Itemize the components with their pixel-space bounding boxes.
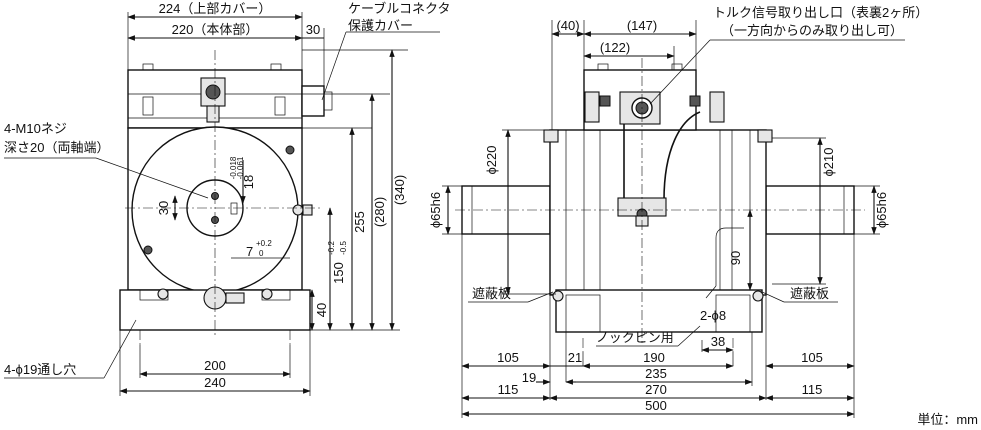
dim-190: 190: [643, 350, 665, 365]
dim-19: 19: [522, 370, 536, 385]
dim-38: 38: [711, 334, 725, 349]
dim-shaft-18: 18: [241, 175, 256, 189]
dim-center-tol-upper: -0.2: [327, 241, 336, 255]
label-screw-2: 深さ20（両軸端）: [4, 140, 109, 155]
front-view: (40) (147) (122) トルク信号取り出し口（表裏2ヶ所） （一方向か…: [428, 5, 928, 418]
side-view: 224（上部カバー） 220（本体部） 30 ケーブルコネクタ 保護カバー 4-…: [4, 1, 450, 396]
label-shield-right: 遮蔽板: [790, 286, 829, 301]
dim-235: 235: [645, 366, 667, 381]
dim-front-90: 90: [728, 251, 743, 265]
label-torque-2: （一方向からのみ取り出し可）: [721, 23, 903, 38]
dim-21: 21: [568, 350, 582, 365]
dim-body-width: 220（本体部）: [172, 22, 259, 37]
dim-base-240: 240: [204, 375, 226, 390]
dim-105-left: 105: [497, 350, 519, 365]
dim-center-tol-lower: -0.5: [339, 241, 348, 255]
dim-key-tol-upper: +0.2: [256, 239, 272, 248]
label-torque-1: トルク信号取り出し口（表裏2ヶ所）: [713, 5, 928, 20]
dim-height-255: 255: [352, 211, 367, 233]
dim-key-7: 7: [246, 244, 253, 259]
dim-center-150: 150: [331, 262, 346, 284]
unit-label: 単位：mm: [917, 412, 978, 427]
dim-bolt-circle: 30: [156, 201, 171, 215]
dim-cover-width: 224（上部カバー）: [159, 1, 272, 16]
dim-phi65-right: ϕ65h6: [874, 192, 889, 228]
dim-key-tol-lower: 0: [259, 249, 264, 258]
dim-105-right: 105: [801, 350, 823, 365]
label-cable-cover-1: ケーブルコネクタ: [348, 1, 450, 16]
label-mount-hole: 4-ϕ19通し穴: [4, 362, 76, 377]
cable-connector-cover: [301, 85, 325, 117]
label-dowel-2: ノックピン用: [596, 330, 674, 345]
dim-270: 270: [645, 382, 667, 397]
label-shield-left: 遮蔽板: [472, 286, 511, 301]
dim-cover-extension: 30: [306, 22, 320, 37]
dim-500: 500: [645, 398, 667, 413]
dim-front-122: (122): [600, 40, 630, 55]
dim-phi220: ϕ220: [484, 146, 499, 175]
dim-base-40: 40: [314, 303, 329, 317]
dim-shaft-tol-upper: -0.018: [229, 156, 238, 179]
label-cable-cover-2: 保護カバー: [348, 18, 413, 33]
dim-front-147: (147): [627, 18, 657, 33]
front-base: [555, 289, 763, 333]
dim-115-right: 115: [802, 382, 823, 397]
dim-base-200: 200: [204, 358, 226, 373]
label-screw-1: 4-M10ネジ: [4, 121, 67, 136]
torque-connector: [619, 91, 661, 125]
label-dowel-1: 2-ϕ8: [700, 308, 726, 323]
connector-top: [200, 77, 226, 107]
dim-front-40: (40): [556, 18, 579, 33]
dim-shaft-tol-lower: -0.061: [236, 156, 245, 179]
dim-115-left: 115: [498, 382, 519, 397]
dim-height-340: (340): [392, 175, 407, 205]
dim-phi65-left: ϕ65h6: [428, 192, 443, 228]
dim-phi210: ϕ210: [821, 148, 836, 177]
dim-height-280: (280): [372, 197, 387, 227]
